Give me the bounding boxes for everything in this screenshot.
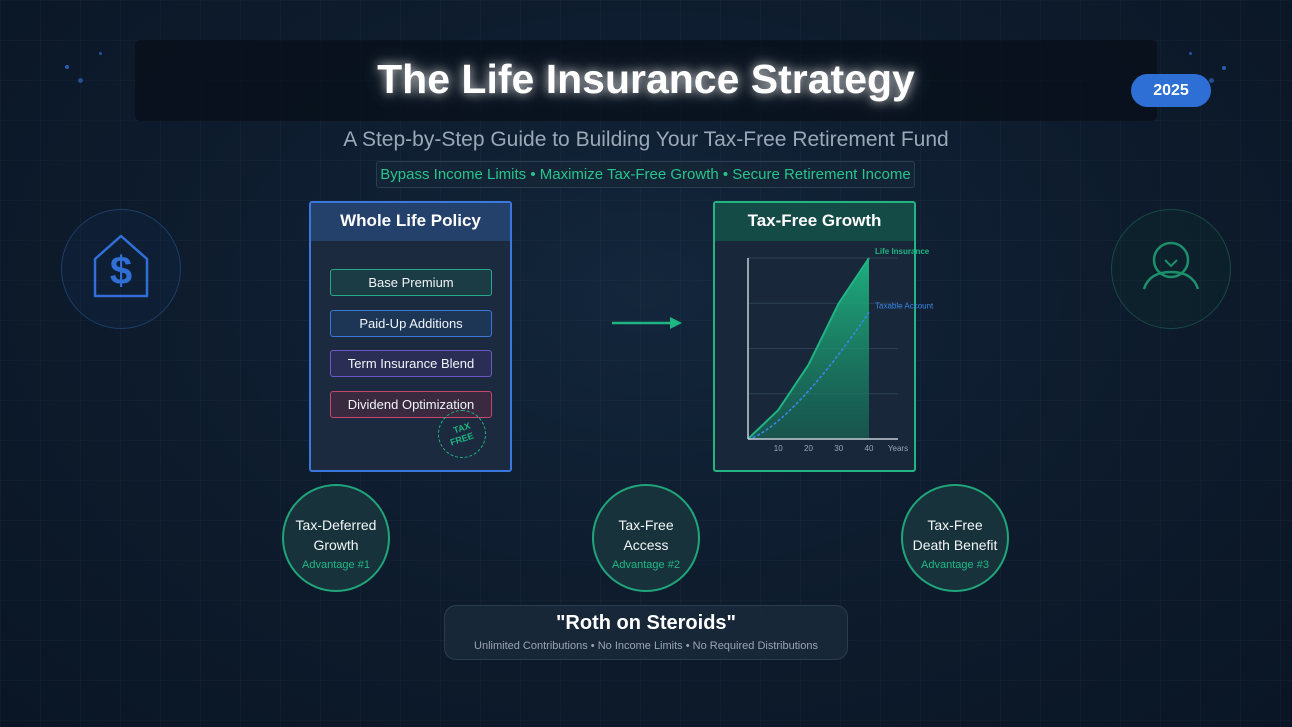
right-icon-circle bbox=[1111, 209, 1231, 329]
advantage-2-label: Advantage #2 bbox=[612, 559, 680, 571]
item-base-premium: Base Premium bbox=[330, 269, 492, 296]
whole-life-panel: Whole Life Policy Base Premium Paid-Up A… bbox=[309, 201, 512, 472]
growth-title: Tax-Free Growth bbox=[715, 203, 914, 241]
advantage-2: Tax-Free Access Advantage #2 bbox=[592, 484, 700, 592]
tax-free-stamp: TAX FREE bbox=[438, 410, 486, 458]
advantage-3-label: Advantage #3 bbox=[921, 559, 989, 571]
item-term-insurance-blend: Term Insurance Blend bbox=[330, 350, 492, 377]
x-tick-label: 10 bbox=[774, 444, 783, 453]
roth-callout-title: "Roth on Steroids" bbox=[555, 612, 737, 634]
advantage-1-line-2: Growth bbox=[313, 537, 359, 553]
x-axis-label: Years bbox=[888, 444, 908, 453]
series-line-taxable-account bbox=[747, 311, 870, 440]
item-paid-up-additions: Paid-Up Additions bbox=[330, 310, 492, 337]
decor-dot bbox=[1209, 78, 1214, 83]
advantage-2-line-2: Access bbox=[623, 537, 669, 553]
advantage-3-line-1: Tax-Free bbox=[927, 517, 983, 533]
x-tick-label: 40 bbox=[865, 444, 874, 453]
left-icon-circle: $ bbox=[61, 209, 181, 329]
series-label-life-insurance: Life Insurance bbox=[875, 247, 930, 256]
page-title: The Life Insurance Strategy bbox=[377, 56, 915, 102]
tax-free-growth-panel: Tax-Free Growth 10 20 30 40 Years Life Insura… bbox=[713, 201, 934, 472]
series-label-taxable-account: Taxable Account bbox=[875, 301, 934, 310]
year-badge: 2025 bbox=[1131, 74, 1211, 107]
whole-life-title: Whole Life Policy bbox=[311, 203, 510, 241]
arrow-right-icon bbox=[612, 317, 682, 329]
decor-dot bbox=[65, 65, 69, 69]
advantage-3: Tax-Free Death Benefit Advantage #3 bbox=[901, 484, 1009, 592]
decor-dot bbox=[1222, 66, 1226, 70]
roth-callout: "Roth on Steroids" Unlimited Contributio… bbox=[444, 605, 848, 660]
title-bar bbox=[135, 40, 1157, 121]
svg-text:$: $ bbox=[110, 249, 132, 293]
decor-dot bbox=[99, 52, 102, 55]
tagline: Bypass Income Limits • Maximize Tax-Free… bbox=[376, 161, 915, 188]
decor-dot bbox=[1189, 52, 1192, 55]
decor-dot bbox=[78, 78, 83, 83]
house-dollar-icon: $ bbox=[93, 234, 149, 298]
x-tick-label: 30 bbox=[834, 444, 843, 453]
user-icon bbox=[1142, 241, 1200, 290]
advantage-2-line-1: Tax-Free bbox=[618, 517, 674, 533]
page-subtitle: A Step-by-Step Guide to Building Your Ta… bbox=[343, 128, 949, 151]
advantage-1-line-1: Tax-Deferred bbox=[295, 517, 377, 533]
advantage-1-label: Advantage #1 bbox=[302, 559, 370, 571]
series-line-life-insurance bbox=[747, 257, 870, 440]
roth-callout-subtitle: Unlimited Contributions • No Income Limi… bbox=[474, 640, 818, 652]
x-tick-label: 20 bbox=[804, 444, 813, 453]
advantage-1: Tax-Deferred Growth Advantage #1 bbox=[282, 484, 390, 592]
advantage-3-line-2: Death Benefit bbox=[912, 537, 998, 553]
